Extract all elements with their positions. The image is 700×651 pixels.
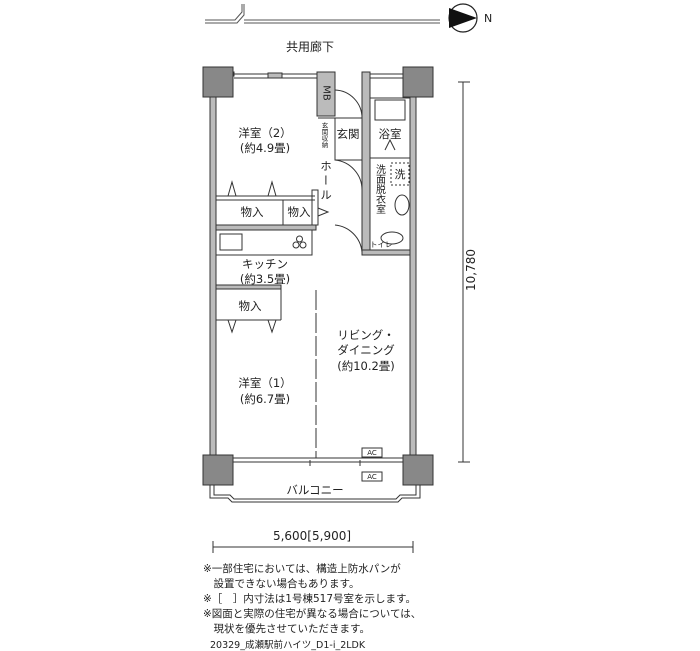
mb-label: MB bbox=[321, 85, 332, 101]
kitchen-name: キッチン bbox=[242, 257, 288, 271]
living-dining-name-1: リビング・ bbox=[337, 328, 395, 342]
corridor-label: 共用廊下 bbox=[286, 39, 334, 54]
closet-1-label: 物入 bbox=[241, 205, 264, 219]
living-dining-size: (約10.2畳) bbox=[337, 359, 395, 373]
note-line: 現状を優先させていただきます。 bbox=[203, 623, 370, 635]
note-line: ※図面と実際の住宅が異なる場合については、 bbox=[203, 608, 422, 620]
note-line: 設置できない場合もあります。 bbox=[203, 578, 360, 590]
north-arrow-icon bbox=[448, 3, 478, 33]
room-western-2-name: 洋室（2） bbox=[238, 126, 291, 140]
building-edge bbox=[205, 4, 440, 24]
width-dimension: 5,600[5,900] bbox=[273, 529, 351, 543]
entrance-storage-label: 玄関収納 bbox=[320, 121, 328, 150]
toilet-label: トイレ bbox=[370, 240, 393, 249]
kitchen-size: (約3.5畳) bbox=[240, 272, 290, 286]
columns bbox=[202, 66, 434, 486]
room-western-1-size: (約6.7畳) bbox=[240, 392, 290, 406]
closet-3-label: 物入 bbox=[239, 299, 262, 313]
interior-lines bbox=[216, 89, 410, 466]
depth-dimension: 10,780 bbox=[464, 249, 478, 291]
balcony bbox=[209, 447, 421, 503]
plan-code: 20329_成瀬駅前ハイツ_D1-i_2LDK bbox=[210, 640, 366, 651]
room-western-2-size: (約4.9畳) bbox=[240, 141, 290, 155]
entrance-label: 玄関 bbox=[337, 127, 360, 141]
ac-label-1: AC bbox=[367, 449, 377, 457]
ac-label-2: AC bbox=[367, 473, 377, 481]
dimension-lines bbox=[212, 81, 470, 553]
notes: ※一部住宅においては、構造上防水パンが 設置できない場合もあります。 ※［ ］内… bbox=[203, 562, 421, 637]
north-label: N bbox=[484, 12, 492, 25]
balcony-label: バルコニー bbox=[286, 483, 343, 497]
room-western-1-name: 洋室（1） bbox=[238, 376, 291, 390]
note-line: ※［ ］内寸法は1号棟517号室を示します。 bbox=[203, 593, 416, 605]
closet-2-label: 物入 bbox=[288, 205, 311, 219]
washer-label: 洗 bbox=[395, 168, 406, 181]
bathroom-label: 浴室 bbox=[379, 127, 402, 141]
living-dining-name-2: ダイニング bbox=[337, 343, 395, 357]
note-line: ※一部住宅においては、構造上防水パンが bbox=[203, 563, 401, 575]
hall-label: ホール bbox=[319, 160, 333, 204]
washroom-label: 洗面脱衣室 bbox=[374, 164, 386, 214]
